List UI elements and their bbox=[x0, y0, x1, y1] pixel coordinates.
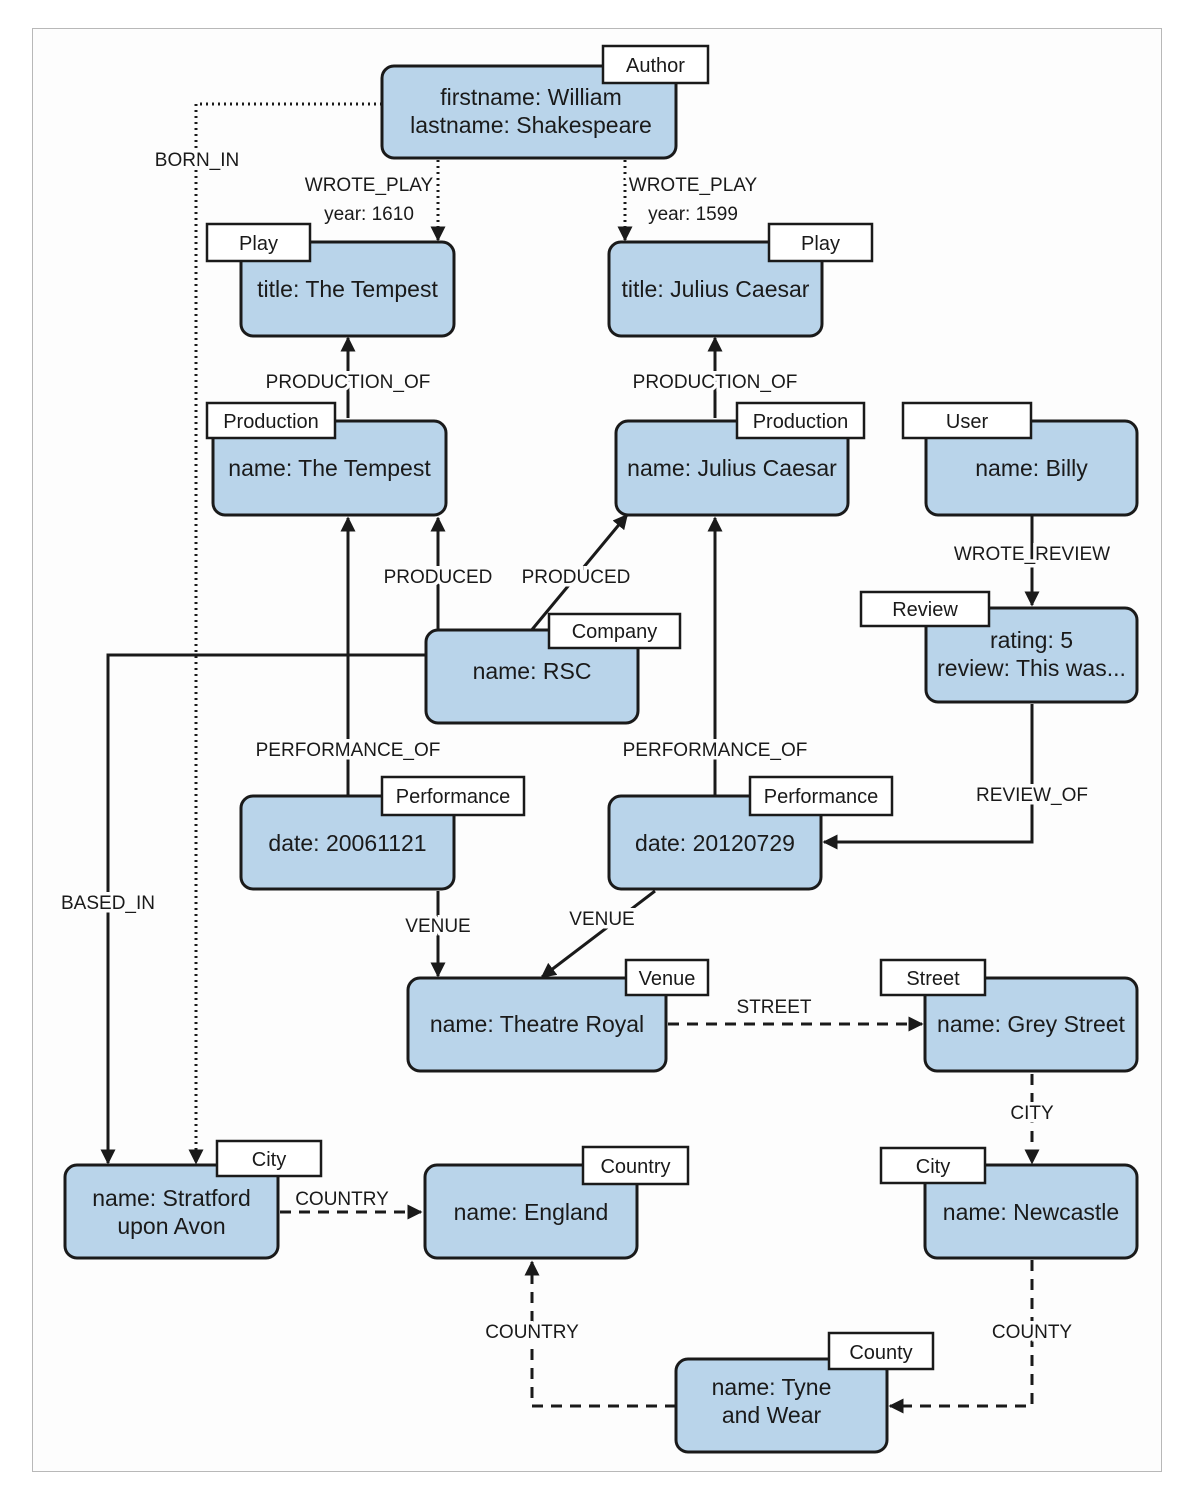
node-label: Performance bbox=[764, 786, 879, 808]
edge-label-perf-of-caesar: PERFORMANCE_OF bbox=[623, 740, 808, 761]
node-properties: name: The Tempest bbox=[228, 455, 431, 481]
node-performance-2012: date: 20120729 Performance bbox=[607, 775, 894, 891]
node-properties: date: 20061121 bbox=[268, 830, 426, 856]
node-label: Street bbox=[906, 968, 960, 990]
node-production-tempest: name: The Tempest Production bbox=[205, 401, 448, 517]
edge-born-in bbox=[188, 102, 382, 1165]
node-city-newcastle: name: Newcastle City bbox=[879, 1146, 1139, 1260]
node-label: County bbox=[849, 1342, 912, 1364]
node-label: Company bbox=[572, 621, 658, 643]
edge-label-venue-2012: VENUE bbox=[569, 909, 634, 930]
node-company-rsc: name: RSC Company bbox=[424, 612, 682, 725]
node-properties: name: Billy bbox=[975, 455, 1088, 481]
edge-produced-caesar bbox=[528, 513, 629, 633]
node-label: Country bbox=[600, 1156, 670, 1178]
edges bbox=[100, 102, 1040, 1414]
edge-venue-2012 bbox=[540, 889, 656, 979]
edge-label-produced-caesar: PRODUCED bbox=[522, 567, 631, 588]
edge-label-born-in: BORN_IN bbox=[155, 150, 239, 171]
edge-label-country-county: COUNTRY bbox=[485, 1322, 579, 1343]
edge-county bbox=[888, 1260, 1034, 1414]
edge-label-review-of: REVIEW_OF bbox=[976, 785, 1088, 806]
node-venue-theatre-royal: name: Theatre Royal Venue bbox=[406, 958, 710, 1073]
edge-label-country-stratford: COUNTRY bbox=[295, 1189, 389, 1210]
edge-label-based-in: BASED_IN bbox=[61, 893, 155, 914]
node-street-grey-street: name: Grey Street Street bbox=[879, 958, 1139, 1073]
node-label: Production bbox=[223, 411, 319, 433]
node-properties: name: RSC bbox=[473, 658, 592, 684]
node-play-caesar: title: Julius Caesar Play bbox=[607, 222, 874, 338]
node-performance-2006: date: 20061121 Performance bbox=[239, 775, 526, 891]
node-properties: name: England bbox=[454, 1199, 609, 1225]
node-play-tempest: title: The Tempest Play bbox=[205, 222, 456, 338]
node-properties: title: Julius Caesar bbox=[622, 276, 810, 302]
edge-label-wrote-review: WROTE_REVIEW bbox=[954, 544, 1110, 565]
edge-label-venue-2006: VENUE bbox=[405, 916, 470, 937]
node-label: Author bbox=[626, 55, 685, 77]
edge-label-perf-of-tempest: PERFORMANCE_OF bbox=[256, 740, 441, 761]
node-properties: name: Theatre Royal bbox=[430, 1011, 644, 1037]
node-properties: date: 20120729 bbox=[635, 830, 795, 856]
node-properties: title: The Tempest bbox=[257, 276, 438, 302]
edge-based-in bbox=[100, 653, 426, 1165]
edge-label-county: COUNTY bbox=[992, 1322, 1073, 1343]
node-properties: name: Newcastle bbox=[943, 1199, 1119, 1225]
node-label: User bbox=[946, 411, 989, 433]
edge-label-produced-tempest: PRODUCED bbox=[384, 567, 493, 588]
node-user-billy: name: Billy User bbox=[901, 401, 1139, 517]
edge-country-county bbox=[524, 1260, 676, 1408]
node-label: Venue bbox=[639, 968, 696, 990]
node-label: Review bbox=[892, 599, 958, 621]
edge-review-of bbox=[822, 704, 1034, 850]
edge-label-street: STREET bbox=[737, 997, 812, 1018]
node-properties: name: Grey Street bbox=[937, 1011, 1126, 1037]
node-label: City bbox=[252, 1149, 286, 1171]
node-label: Play bbox=[801, 233, 840, 255]
node-country-england: name: England Country bbox=[423, 1145, 690, 1260]
node-label: City bbox=[916, 1156, 950, 1178]
edge-label-prod-of-caesar: PRODUCTION_OF bbox=[633, 372, 798, 393]
edge-label-prod-of-tempest: PRODUCTION_OF bbox=[266, 372, 431, 393]
node-properties: name: Julius Caesar bbox=[627, 455, 837, 481]
node-production-caesar: name: Julius Caesar Production bbox=[614, 401, 866, 517]
edge-label-city: CITY bbox=[1010, 1103, 1054, 1124]
node-label: Play bbox=[239, 233, 278, 255]
node-label: Performance bbox=[396, 786, 511, 808]
node-label: Production bbox=[753, 411, 849, 433]
